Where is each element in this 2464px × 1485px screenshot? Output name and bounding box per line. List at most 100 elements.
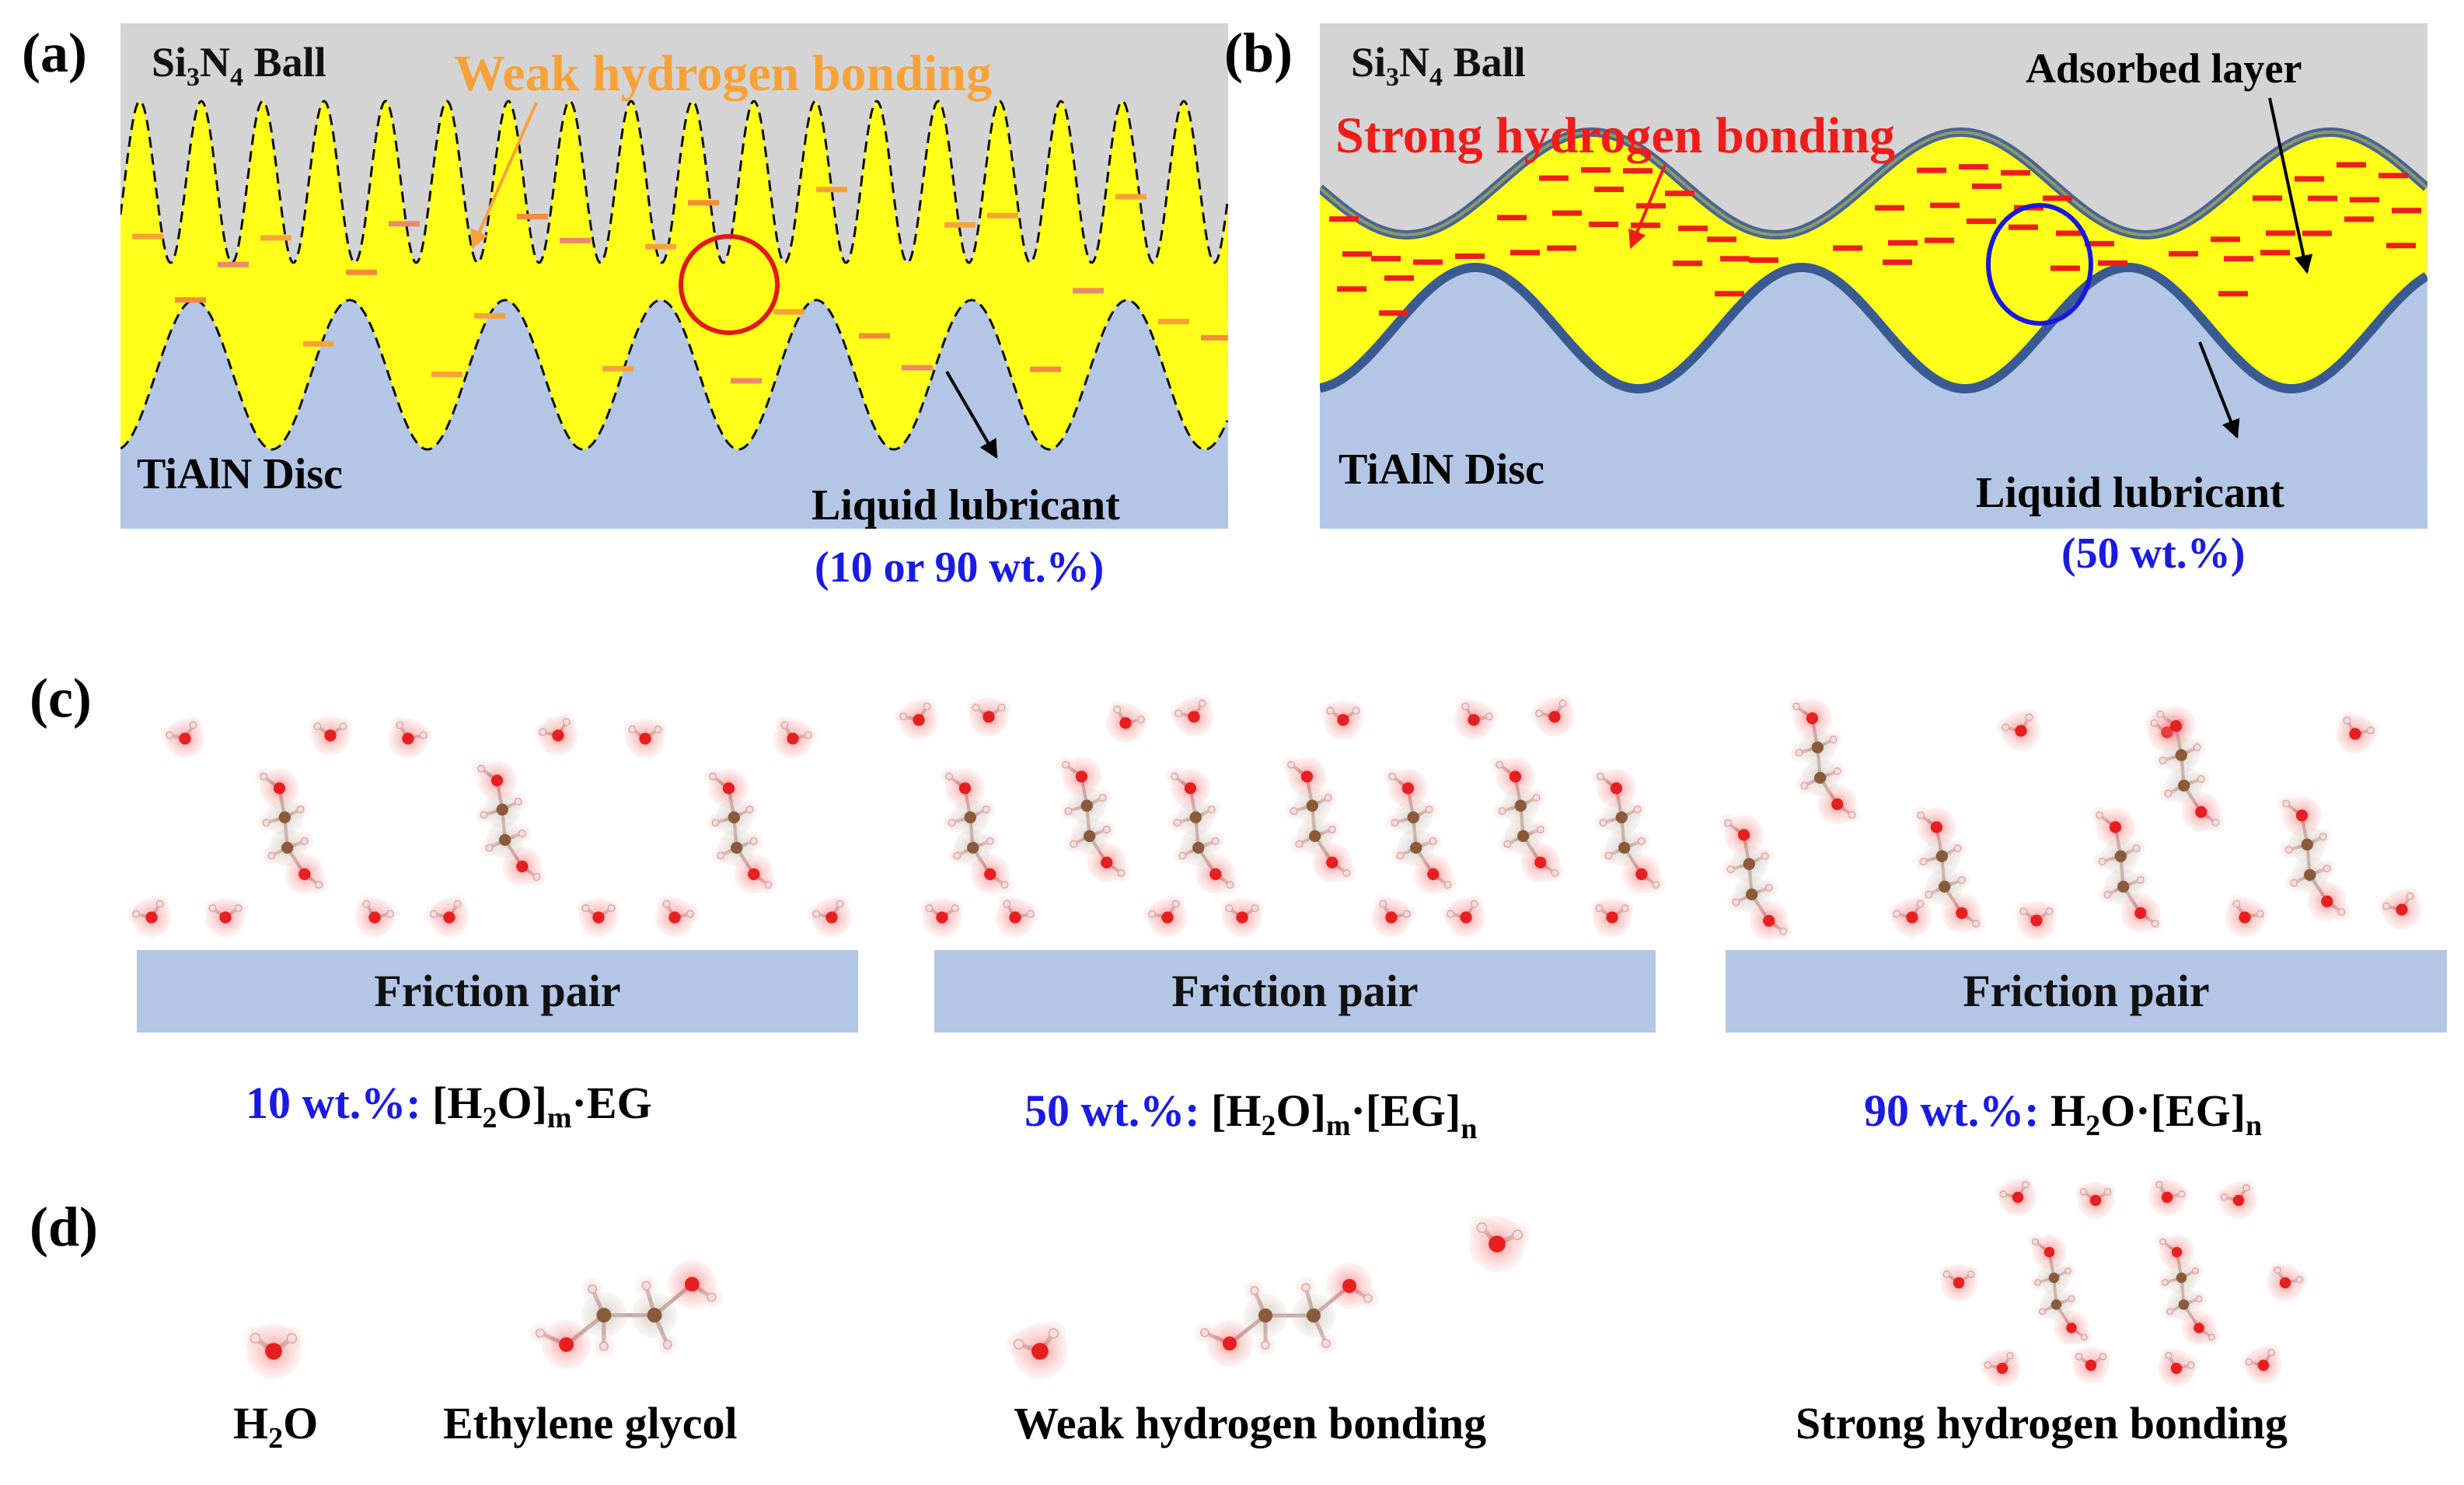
hbond-dash: [1158, 319, 1189, 325]
atom-core: [1829, 736, 1838, 744]
hbond-dash: [1510, 250, 1540, 256]
atom-core: [2134, 907, 2147, 920]
atom-core: [1447, 910, 1455, 918]
atom-core: [1070, 840, 1078, 848]
hbond-dash: [560, 237, 591, 243]
atom-core: [1999, 1190, 2008, 1198]
atom-core: [2257, 1359, 2270, 1371]
atom-core: [2245, 1358, 2253, 1366]
atom-core: [1503, 840, 1512, 848]
atom-core: [1967, 1270, 1975, 1278]
water-molecule: [1938, 1264, 1980, 1302]
atom-core: [281, 841, 294, 854]
water-molecule: [354, 894, 400, 938]
panel-a-lubricant-arrow: [945, 370, 998, 459]
atom-core: [2098, 858, 2106, 866]
atom-core: [2290, 879, 2298, 887]
atom-core: [1468, 714, 1480, 726]
atom-core: [313, 722, 322, 731]
atom-core: [1953, 1277, 1965, 1289]
atom-core: [532, 873, 541, 881]
atom-core: [2343, 716, 2351, 725]
panel-b-lubricant-arrow: [2198, 341, 2240, 439]
hbond-dash: [132, 233, 163, 239]
atom-core: [2159, 756, 2167, 765]
panel-c: (c) Friction pair Friction pair Friction…: [30, 667, 2447, 1145]
atom-core: [731, 841, 743, 854]
water-molecule: [1105, 700, 1150, 743]
atom-core: [1957, 875, 1966, 884]
atom-core: [1935, 850, 1948, 862]
atom-core: [1595, 904, 1604, 913]
atom-core: [1795, 749, 1803, 757]
atom-core: [2099, 1353, 2107, 1361]
water-molecule: [894, 697, 939, 740]
atom-core: [1062, 760, 1070, 769]
atom-core: [2220, 1193, 2228, 1201]
hbond-dash: [1707, 236, 1736, 243]
atom-core: [386, 910, 394, 918]
atom-core: [2301, 838, 2313, 851]
atom-core: [490, 774, 504, 787]
atom-core: [1618, 841, 1631, 854]
hbond-dash: [2085, 240, 2114, 246]
atom-core: [1633, 805, 1642, 814]
atom-core: [1806, 712, 1819, 725]
atom-core: [982, 711, 995, 723]
hbond-dash: [602, 365, 633, 372]
atom-core: [1211, 837, 1220, 845]
atom-core: [480, 811, 488, 819]
water-molecule: [1441, 894, 1486, 938]
atom-core: [300, 837, 309, 845]
atom-core: [2006, 1351, 2014, 1360]
atom-core: [1535, 709, 1544, 718]
atom-core: [1637, 837, 1646, 845]
atom-core: [958, 782, 972, 795]
atom-core: [2382, 902, 2391, 910]
water-molecule: [2240, 1343, 2282, 1384]
hbond-dash: [1201, 334, 1228, 341]
atom-core: [1425, 805, 1433, 814]
atom-core: [2194, 1323, 2204, 1333]
atom-core: [2406, 892, 2414, 900]
hbond-dash: [431, 372, 462, 378]
hbond-dash: [1720, 256, 1750, 262]
atom-core: [662, 1340, 672, 1350]
hbond-dash: [1967, 218, 1996, 225]
hbond-dash: [944, 222, 975, 228]
atom-core: [1925, 890, 1933, 899]
water-molecule: [1590, 897, 1635, 938]
atom-core: [2114, 850, 2127, 862]
water-molecule: [424, 894, 469, 938]
hbond-dash: [1371, 256, 1401, 262]
atom-core: [1498, 807, 1506, 816]
water-molecule: [2075, 1182, 2117, 1219]
atom-core: [1184, 782, 1197, 795]
atom-core: [997, 704, 1006, 712]
atom-core: [362, 900, 371, 908]
atom-core: [728, 811, 740, 823]
atom-core: [2321, 895, 2333, 908]
water-molecule: [203, 897, 248, 938]
atom-core: [1534, 856, 1547, 869]
water-molecule: [1979, 1347, 2021, 1387]
atom-core: [1401, 782, 1415, 795]
hbond-dash: [1875, 204, 1904, 211]
atom-core: [982, 805, 990, 814]
hbond-dash: [2344, 216, 2374, 222]
atom-core: [368, 911, 381, 924]
hbond-dash: [902, 365, 933, 371]
atom-core: [812, 910, 821, 918]
atom-core: [315, 881, 323, 889]
panel-a-disc-label: TiAlN Disc: [137, 450, 343, 498]
atom-core: [945, 772, 954, 781]
atom-core: [913, 714, 925, 726]
atom-core: [1171, 900, 1180, 908]
atom-core: [443, 911, 455, 924]
hbond-dash: [1925, 237, 1954, 243]
atom-core: [1972, 920, 1981, 928]
atom-core: [2161, 1191, 2173, 1204]
panel-b-disc-label: TiAlN Disc: [1338, 446, 1544, 494]
atom-core: [1048, 1328, 1059, 1339]
atom-core: [684, 1277, 700, 1292]
